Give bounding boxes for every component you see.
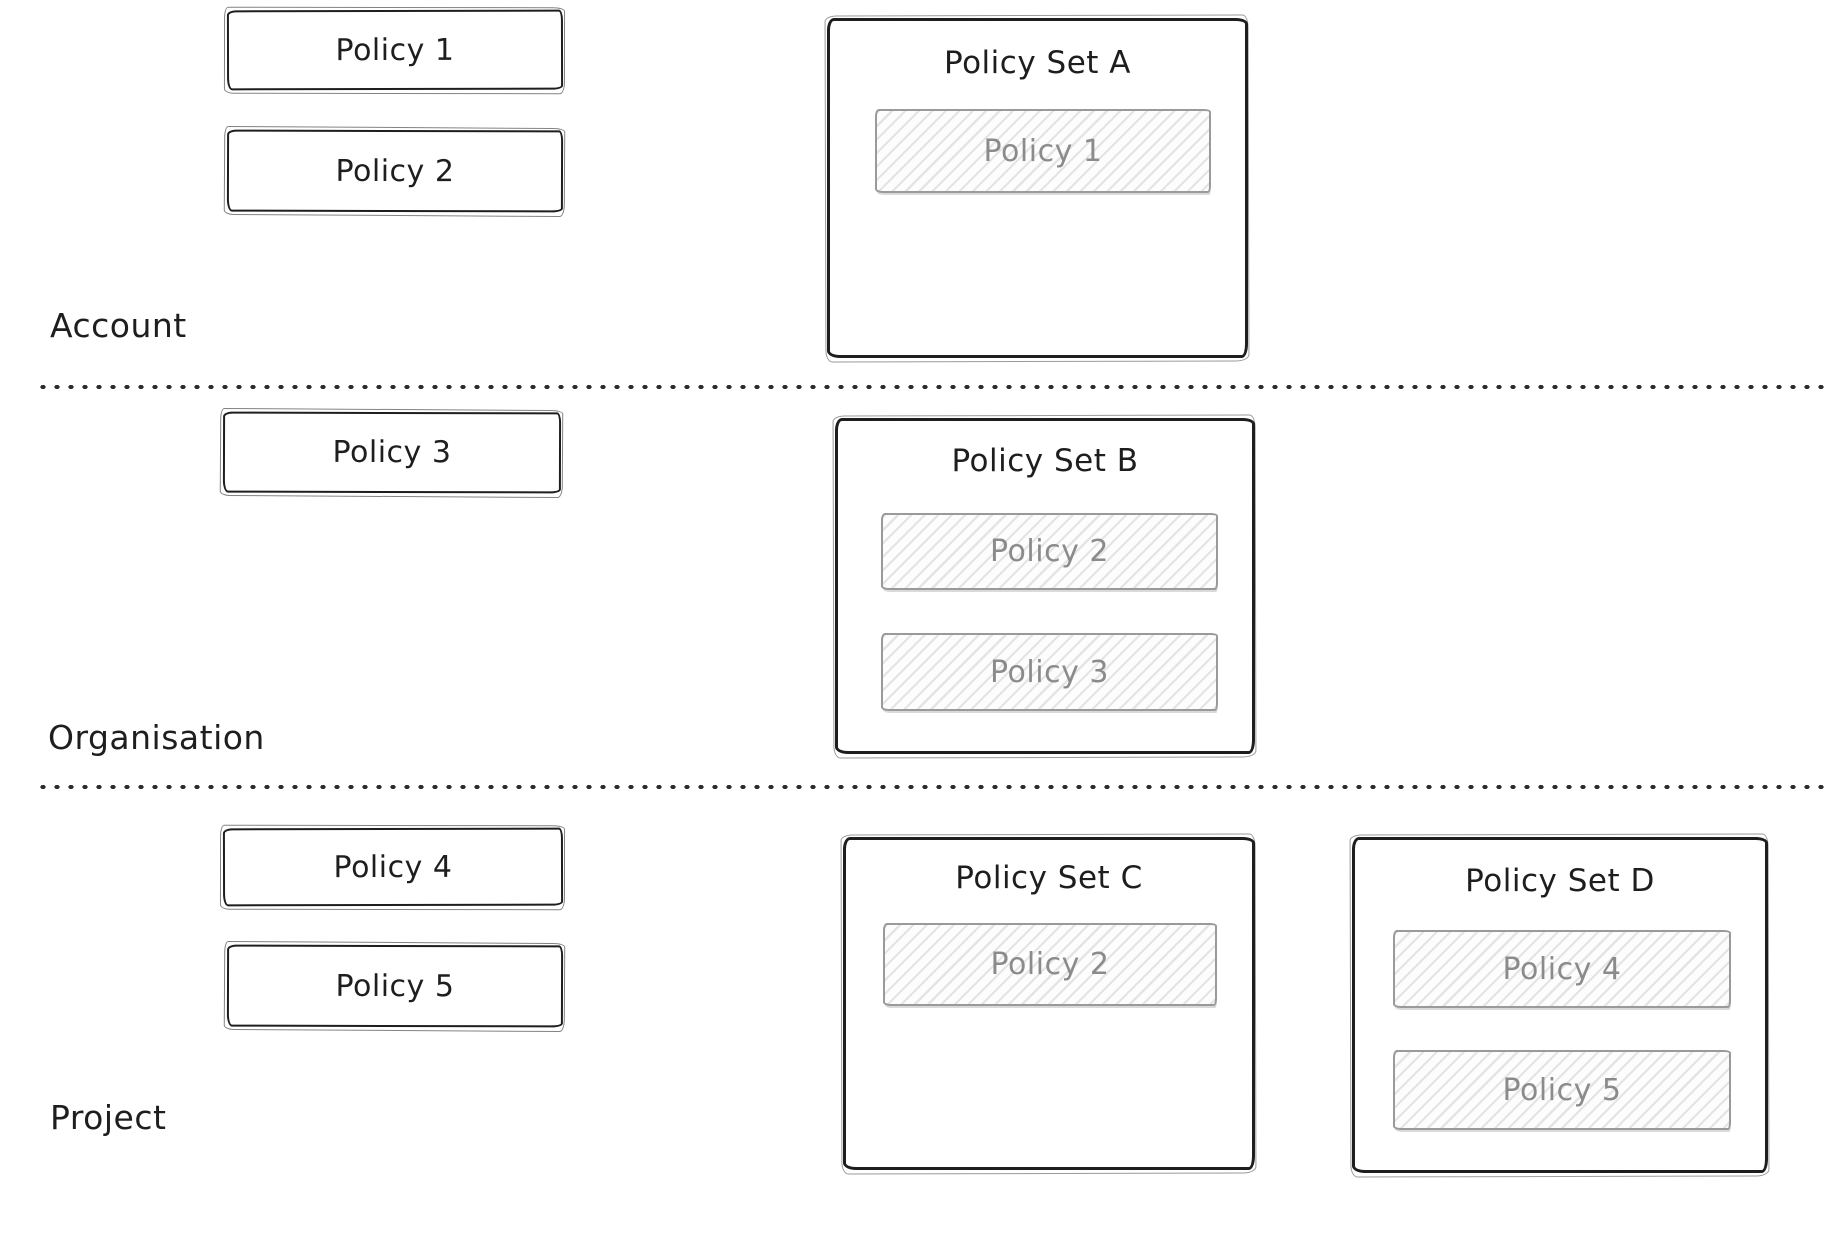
tier-label-project: Project bbox=[50, 1098, 167, 1137]
policy-set-member-policy-5: Policy 5 bbox=[1393, 1050, 1731, 1130]
policy-set-title: Policy Set D bbox=[1465, 863, 1655, 899]
policy-set-member-policy-1: Policy 1 bbox=[875, 109, 1211, 193]
policy-box-label: Policy 2 bbox=[335, 153, 455, 189]
policy-set-c: Policy Set C Policy 2 bbox=[843, 837, 1255, 1170]
member-label: Policy 2 bbox=[990, 947, 1110, 982]
tier-label-organisation: Organisation bbox=[48, 718, 265, 757]
tier-label-account: Account bbox=[50, 306, 187, 345]
tier-divider bbox=[40, 784, 1826, 790]
tier-divider bbox=[40, 384, 1826, 390]
member-label: Policy 5 bbox=[1502, 1072, 1622, 1108]
policy-box-label: Policy 5 bbox=[335, 968, 455, 1004]
policy-set-member-policy-4: Policy 4 bbox=[1393, 930, 1731, 1008]
policy-set-member-policy-3: Policy 3 bbox=[881, 633, 1218, 711]
policy-set-title: Policy Set B bbox=[951, 443, 1139, 479]
member-label: Policy 3 bbox=[990, 654, 1109, 690]
member-label: Policy 1 bbox=[983, 133, 1103, 169]
policy-set-title: Policy Set C bbox=[955, 860, 1143, 896]
policy-box-policy-1: Policy 1 bbox=[226, 9, 564, 91]
policy-box-label: Policy 3 bbox=[332, 434, 452, 471]
policy-box-policy-5: Policy 5 bbox=[226, 944, 564, 1028]
policy-box-label: Policy 1 bbox=[335, 32, 455, 68]
policy-box-label: Policy 4 bbox=[333, 849, 453, 885]
policy-box-policy-4: Policy 4 bbox=[222, 827, 564, 907]
policy-set-b: Policy Set B Policy 2 Policy 3 bbox=[835, 418, 1255, 754]
policy-set-title: Policy Set A bbox=[944, 45, 1131, 81]
policy-set-member-policy-2: Policy 2 bbox=[881, 513, 1218, 590]
policy-box-policy-3: Policy 3 bbox=[222, 411, 562, 494]
member-label: Policy 4 bbox=[1502, 951, 1622, 987]
policy-set-a: Policy Set A Policy 1 bbox=[827, 18, 1248, 358]
policy-set-d: Policy Set D Policy 4 Policy 5 bbox=[1352, 837, 1768, 1173]
member-label: Policy 2 bbox=[990, 534, 1109, 569]
policy-set-member-policy-2: Policy 2 bbox=[883, 923, 1217, 1006]
policy-box-policy-2: Policy 2 bbox=[226, 129, 564, 213]
